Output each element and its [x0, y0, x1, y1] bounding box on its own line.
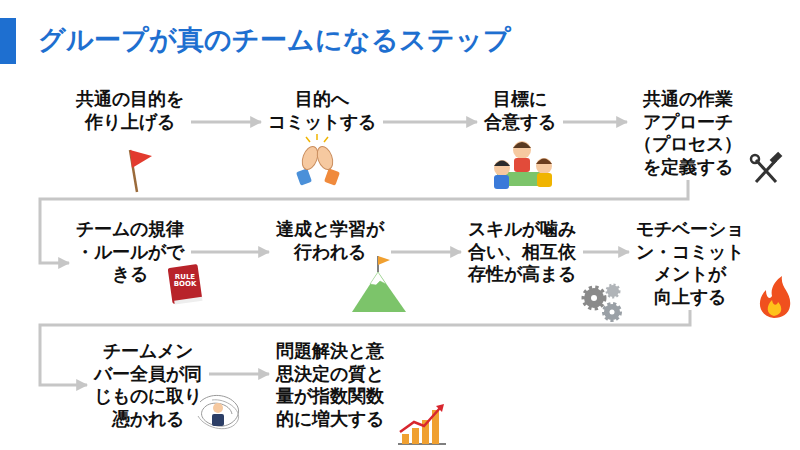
step-label: 目標に 合意する	[483, 88, 557, 133]
obsessed-person-icon	[212, 414, 224, 426]
high-five-icon	[306, 137, 310, 142]
meeting-icon	[494, 161, 510, 167]
rule-book-icon	[168, 264, 203, 304]
meeting-icon	[536, 158, 552, 174]
step-arrow	[191, 251, 269, 254]
book-cover-text: RULE BOOK	[174, 273, 197, 288]
meeting-icon	[537, 173, 552, 187]
step-text: 問題解決と意 思決定の質と 量が指数関数 的に増大する	[269, 340, 391, 432]
gears-icon	[604, 304, 620, 320]
step-text: 目標に 合意する	[477, 88, 563, 135]
growth-chart-icon	[412, 428, 419, 444]
gears-icon	[607, 285, 619, 297]
step-text: スキルが噛み 合い、相互依 存性が高まる	[461, 218, 583, 288]
high-five-icon	[314, 144, 335, 171]
step-arrow	[191, 121, 261, 124]
high-five-icon	[324, 137, 328, 142]
flag-icon	[130, 150, 152, 168]
step-label: チームメン バー全員が同 じものに取り 憑かれる	[93, 340, 203, 430]
step-text: 達成と学習が 行われる	[269, 218, 391, 265]
high-five-icon	[296, 134, 340, 186]
growth-chart-icon	[436, 404, 444, 412]
gears-icon	[591, 295, 597, 301]
step-label: 問題解決と意 思決定の質と 量が指数関数 的に増大する	[275, 340, 385, 430]
flag-icon	[130, 150, 152, 192]
title-bar	[0, 18, 16, 64]
title-bar	[0, 18, 16, 64]
meeting-icon	[514, 158, 530, 172]
high-five-icon	[316, 134, 318, 140]
meeting-icon	[513, 142, 531, 148]
flame-icon	[760, 276, 790, 318]
tools-icon	[751, 152, 782, 182]
gears-icon	[610, 310, 615, 315]
step-label: 目的へ コミットする	[267, 88, 377, 133]
rule-book-icon	[174, 297, 202, 305]
tools-icon	[770, 152, 783, 165]
step-label: モチベーショ ン・コミット メントが 向上する	[635, 218, 745, 308]
flame-icon	[760, 276, 790, 318]
mountain-icon	[370, 272, 386, 285]
step-text: 目的へ コミットする	[261, 88, 383, 135]
growth-chart-icon	[398, 404, 446, 444]
high-five-icon	[324, 168, 340, 185]
mountain-icon	[378, 256, 390, 265]
obsessed-person-icon	[213, 403, 223, 413]
step-text: モチベーショ ン・コミット メントが 向上する	[629, 218, 751, 310]
step-text: 共通の目的を 作り上げる	[69, 88, 191, 135]
high-five-icon	[296, 168, 312, 185]
step-arrow	[209, 373, 269, 376]
step-text: 共通の作業 アプローチ （プロセス） を定義する	[627, 88, 749, 180]
step-label: スキルが噛み 合い、相互依 存性が高まる	[467, 218, 577, 286]
step-arrow	[391, 251, 461, 254]
step-arrow	[583, 251, 629, 254]
meeting-icon	[494, 160, 510, 176]
meeting-icon	[494, 175, 509, 189]
flame-icon	[768, 300, 782, 316]
gears-icon	[584, 288, 604, 308]
meeting-icon	[513, 141, 531, 159]
book-cover-text: RULE BOOK	[170, 274, 200, 288]
step-arrow	[383, 121, 477, 124]
step-text: チームメン バー全員が同 じものに取り 憑かれる	[87, 340, 209, 432]
obsessed-person-icon	[198, 400, 239, 429]
gears-icon	[584, 285, 620, 320]
step-label: チームの規律 ・ルールがで きる	[75, 218, 185, 286]
step-text: チームの規律 ・ルールがで きる	[69, 218, 191, 288]
growth-chart-icon	[402, 434, 409, 444]
mountain-icon	[352, 272, 406, 312]
meeting-icon	[494, 141, 552, 189]
rule-book-icon	[168, 264, 203, 305]
step-arrow	[563, 121, 627, 124]
meeting-icon	[536, 159, 552, 165]
growth-chart-icon	[400, 408, 440, 432]
tools-icon	[751, 155, 759, 163]
diagram-title: グループが真のチームになるステップ	[38, 22, 511, 58]
obsessed-person-icon	[198, 395, 239, 428]
step-label: 達成と学習が 行われる	[275, 218, 385, 263]
step-label: 共通の目的を 作り上げる	[75, 88, 185, 133]
step-label: 共通の作業 アプローチ （プロセス） を定義する	[633, 88, 743, 178]
mountain-icon	[352, 256, 406, 312]
